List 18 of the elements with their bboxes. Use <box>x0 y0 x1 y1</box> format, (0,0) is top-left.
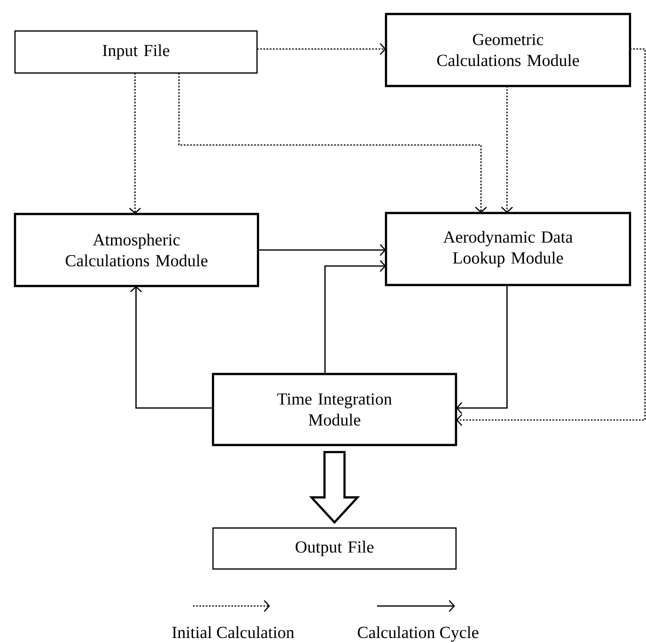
arrow <box>257 43 386 55</box>
module-box: Geometric Calculations Module <box>384 12 632 88</box>
module-box: Atmospheric Calculations Module <box>14 212 260 288</box>
arrow <box>324 260 386 374</box>
arrow <box>129 73 141 214</box>
block-arrow <box>309 450 360 524</box>
module-box: Output File <box>212 527 457 570</box>
arrow <box>178 73 487 213</box>
arrow <box>130 286 213 409</box>
legend-label: Initial Calculation <box>172 626 294 638</box>
module-box: Aerodynamic Data Lookup Module <box>384 212 632 286</box>
arrow <box>456 284 508 414</box>
arrow <box>456 48 646 426</box>
legend-label: Calculation Cycle <box>358 626 478 642</box>
module-box: Time Integration Module <box>212 372 458 446</box>
arrow <box>501 86 513 213</box>
arrow <box>258 244 386 256</box>
module-box: Input File <box>14 30 258 74</box>
